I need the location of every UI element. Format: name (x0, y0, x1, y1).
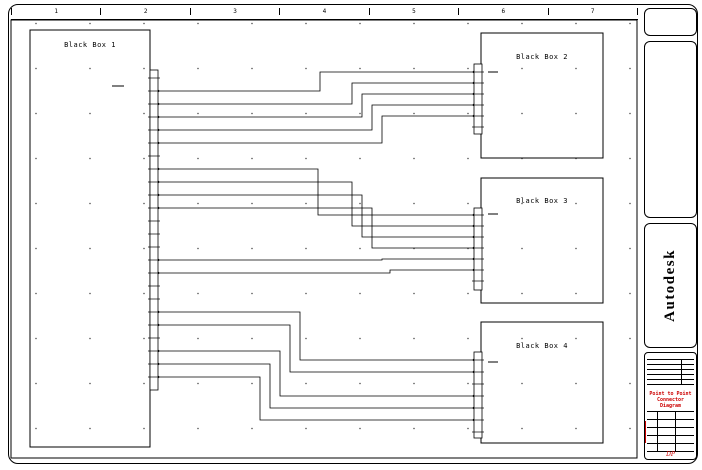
zone-label-3: 3 (233, 8, 237, 15)
title-block-rule (647, 369, 694, 370)
zone-tick (547, 8, 549, 15)
black-box-4-outline (480, 321, 604, 444)
title-block-rule (647, 443, 694, 444)
sheet-border (8, 4, 698, 464)
title-block-rule (647, 419, 694, 420)
title-block-divider (681, 359, 682, 384)
zone-tick (11, 8, 12, 15)
approval-initials: DP (666, 451, 675, 458)
title-block: Point to Point Connector Diagram DP (644, 352, 697, 460)
wire (158, 168, 474, 216)
wire (158, 269, 474, 274)
connector-layer (148, 63, 484, 439)
zone-label-1: 1 (54, 8, 59, 15)
black-box-3-label: Black Box 3 (516, 197, 568, 205)
wire (158, 93, 474, 118)
black-box-1-outline (29, 29, 151, 448)
side-panel-top (644, 8, 697, 36)
wire (158, 363, 474, 409)
title-block-rule (647, 427, 694, 428)
connector-strip (149, 69, 159, 391)
title-block-rule (647, 435, 694, 436)
wire (158, 194, 474, 238)
zone-tick (100, 8, 102, 15)
wire (158, 350, 474, 397)
zone-tick (189, 8, 191, 15)
autodesk-logo: Autodesk (662, 249, 678, 322)
connector-strip (473, 207, 483, 291)
zone-label-5: 5 (412, 8, 416, 15)
drawing-title-line1: Point to Point (649, 391, 692, 397)
black-box-4-label: Black Box 4 (516, 342, 568, 350)
drawing-title-line2: Connector Diagram (656, 397, 685, 409)
zone-tick (636, 8, 638, 15)
wire (158, 115, 474, 144)
title-block-rule (647, 384, 694, 385)
wire (158, 181, 474, 227)
side-panel-notes (644, 41, 697, 218)
zone-tick (368, 8, 370, 15)
brand-panel: Autodesk (644, 223, 697, 348)
zone-label-4: 4 (322, 8, 327, 15)
black-box-2-outline (480, 32, 604, 159)
zone-label-2: 2 (143, 8, 148, 15)
snap-grid (12, 21, 636, 457)
zone-label-6: 6 (501, 8, 506, 15)
title-block-rule (647, 364, 694, 365)
wire (158, 104, 474, 131)
revision-mark (645, 421, 646, 443)
wire (158, 207, 474, 249)
title-block-rule (647, 359, 694, 360)
title-block-divider (675, 411, 676, 451)
title-block-divider (657, 411, 658, 451)
black-box-1-label: Black Box 1 (64, 41, 116, 49)
zone-tick (458, 8, 460, 15)
title-block-rule (647, 411, 694, 412)
black-box-2-label: Black Box 2 (516, 53, 568, 61)
drawing-frame (10, 19, 638, 459)
wire (158, 71, 474, 92)
zone-tick (279, 8, 281, 15)
title-block-rule (647, 451, 694, 452)
wire (158, 311, 474, 361)
zone-label-7: 7 (590, 8, 595, 15)
connector-strip (473, 63, 483, 135)
wire-layer (156, 70, 476, 422)
title-block-rule (647, 374, 694, 375)
wire (158, 258, 474, 261)
wire (158, 82, 474, 105)
wire (158, 324, 474, 373)
connector-strip (473, 351, 483, 439)
title-block-rule (647, 379, 694, 380)
wire (158, 376, 474, 421)
